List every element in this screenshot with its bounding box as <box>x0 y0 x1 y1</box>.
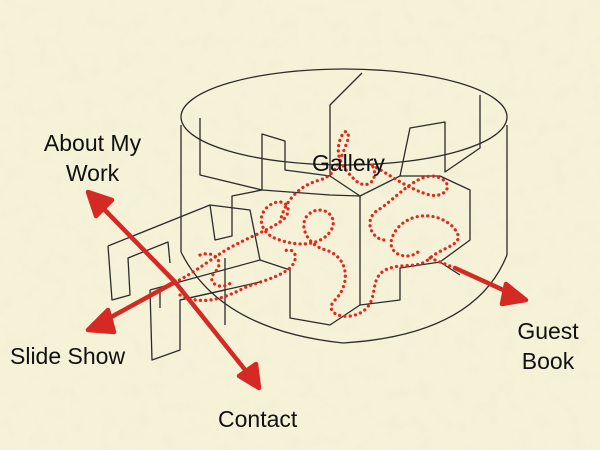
nav-about-my-work[interactable]: About My Work <box>30 128 155 188</box>
nav-contact[interactable]: Contact <box>218 404 297 434</box>
arrow-guestbook[interactable] <box>452 265 529 307</box>
nav-contact-label: Contact <box>218 406 298 432</box>
nav-arrows <box>85 189 529 391</box>
arrow-about[interactable] <box>85 189 178 285</box>
nav-guest-line1: Guest <box>517 318 579 344</box>
wandering-path <box>168 129 462 318</box>
gallery-label[interactable]: Gallery <box>312 150 385 176</box>
building-outline <box>107 68 508 361</box>
arrow-contact[interactable] <box>172 279 262 391</box>
arrow-slideshow[interactable] <box>85 279 178 335</box>
nav-slide-show[interactable]: Slide Show <box>10 341 125 371</box>
nav-about-line2: Work <box>65 160 120 186</box>
nav-guest-line2: Book <box>521 348 575 374</box>
nav-slide-show-label: Slide Show <box>10 343 126 369</box>
nav-guest-book[interactable]: Guest Book <box>508 316 588 376</box>
nav-about-line1: About My <box>43 130 142 156</box>
